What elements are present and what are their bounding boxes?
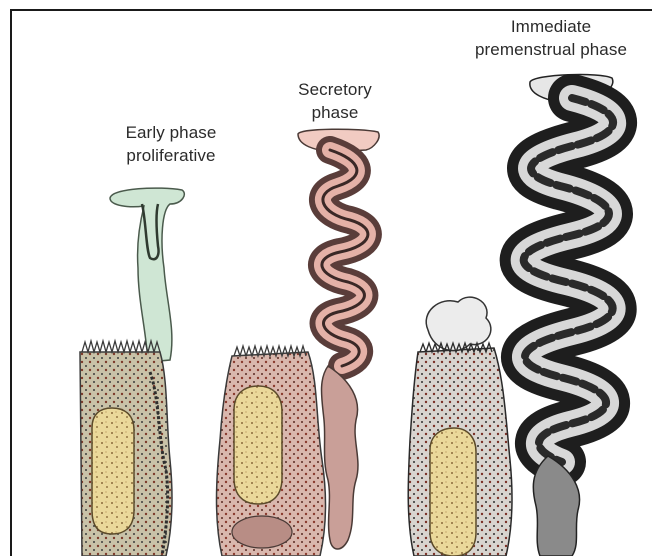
premenstrual-nucleus [430,428,476,556]
secretory-basal-vacuole [232,516,292,548]
proliferative-gland-tube [110,188,184,362]
proliferative-gland [80,188,184,556]
secretory-nucleus [234,386,282,504]
secretory-gland-base [322,366,358,549]
premenstrual-bleb [426,297,491,351]
secretory-gland [217,129,380,556]
premenstrual-gland [408,75,613,556]
proliferative-nucleus [92,408,134,534]
